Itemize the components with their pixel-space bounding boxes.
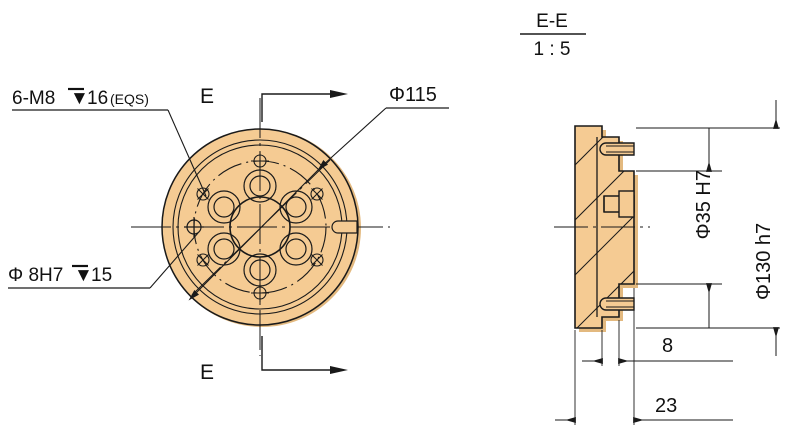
section-dowel-hole xyxy=(603,190,635,218)
section-view-E-E: Φ35 H7 Φ130 h7 8 23 xyxy=(554,100,780,425)
scale-label: 1 : 5 xyxy=(534,39,571,60)
dimension-flange-thickness: 8 xyxy=(582,320,733,366)
outer-diameter-label: Φ130 h7 xyxy=(753,223,775,300)
bolt-circle-label: Φ115 xyxy=(389,84,437,106)
front-view: E E 6-M8 ▼ 16 (EQS) Φ 8H7 xyxy=(8,84,449,384)
dowel-hole-depth: 15 xyxy=(91,265,112,286)
section-mark-bottom: E xyxy=(200,336,348,384)
label-tapped-holes: 6-M8 ▼ 16 (EQS) xyxy=(12,87,149,109)
dimension-outer-diameter: Φ130 h7 xyxy=(636,100,780,356)
tapped-hole-depth: 16 xyxy=(87,88,108,109)
section-arrow-top xyxy=(330,90,348,98)
depth-arrow-icon-2: ▼ xyxy=(74,265,93,286)
svg-text:6-M8: 6-M8 xyxy=(12,88,55,109)
dimension-overall-length: 23 xyxy=(555,288,733,425)
section-tapped-hole-top xyxy=(599,142,635,156)
overall-length-label: 23 xyxy=(655,395,677,417)
dimension-bore-diameter: Φ35 H7 xyxy=(636,128,722,328)
leader-bolt-circle: Φ115 xyxy=(321,84,449,167)
leader-dowel-holes xyxy=(8,232,199,289)
tapped-hole-count-thread: 6-M8 xyxy=(12,88,55,109)
section-label-bottom: E xyxy=(200,361,214,384)
depth-arrow-icon: ▼ xyxy=(70,88,89,109)
section-title: E-E xyxy=(536,11,568,32)
bolt-circle-dimension-line xyxy=(188,160,329,301)
section-tapped-hole-bottom xyxy=(599,297,635,311)
section-label-top: E xyxy=(200,85,214,108)
section-mark-top: E xyxy=(200,85,348,122)
title-block: E-E 1 : 5 xyxy=(520,11,586,60)
section-arrow-bottom xyxy=(330,366,348,374)
dowel-hole-spec: Φ 8H7 xyxy=(8,265,63,286)
flange-thickness-label: 8 xyxy=(662,335,673,357)
keyway-slot xyxy=(331,220,358,234)
label-dowel-holes: Φ 8H7 ▼ 15 xyxy=(8,264,112,286)
leader-tapped-holes xyxy=(12,109,207,197)
disc-body xyxy=(161,128,361,327)
bore-diameter-label: Φ35 H7 xyxy=(693,170,715,239)
tapped-hole-note: (EQS) xyxy=(110,91,149,107)
